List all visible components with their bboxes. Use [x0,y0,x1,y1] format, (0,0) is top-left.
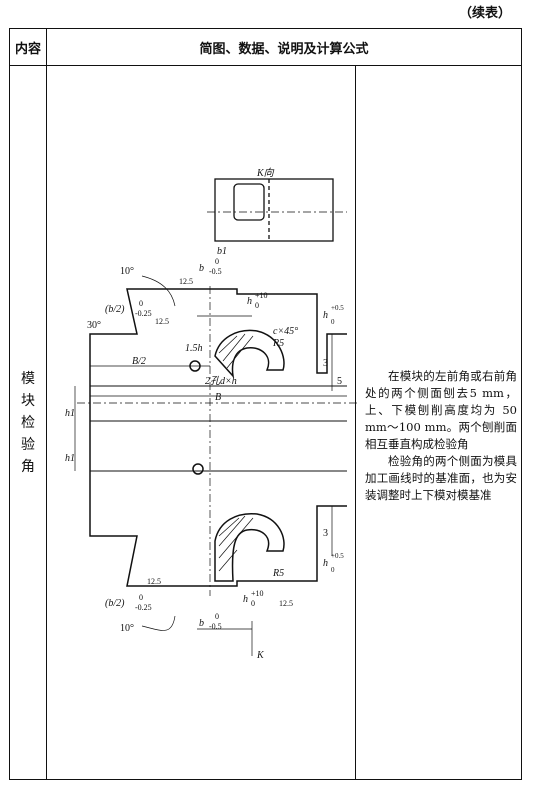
b-upper-bottom: 0 [215,612,219,621]
description-paragraph: 在模块的左前角或右前角处的两个侧面刨去5 mm，上、下模刨削高度均为 50 mm… [365,369,517,451]
r5-bottom: R5 [272,568,284,579]
h-right-lower-bottom: 0 [331,566,335,574]
half-b-bottom: (b/2) [105,598,125,609]
topic-char: 模 [21,370,35,387]
roughness-top: 12.5 [179,277,193,286]
angle-10-bottom: 10° [120,623,134,634]
k-view [207,178,347,242]
h-fit-bottom: h [243,594,248,605]
b-dim-bottom: b [199,618,204,629]
h-fit-sub-top: 0 [255,301,259,310]
angle-30: 30° [87,320,101,331]
topic-char: 检 [21,414,35,431]
h1-top: h1 [65,408,75,419]
header-description: 简图、数据、说明及计算公式 [46,28,522,66]
h-fit-sup-top: +10 [255,291,268,300]
technical-drawing: K向 b1 [65,167,357,661]
h-fit-sub-bottom: 0 [251,599,255,608]
upper-profile [89,288,347,374]
topic-char: 验 [21,436,35,453]
header-row: 内容 简图、数据、说明及计算公式 [9,28,522,66]
three-bottom: 3 [323,528,328,539]
spec-table: 内容 简图、数据、说明及计算公式 模 块 检 验 角 [9,28,522,780]
three-top: 3 [323,358,328,369]
continued-label: （续表） [458,6,511,21]
table-row: 模 块 检 验 角 K向 b1 [9,65,522,780]
description-text: 在模块的左前角或右前角处的两个侧面刨去5 mm，上、下模刨削高度均为 50 mm… [365,368,517,504]
topic-cell: 模 块 检 验 角 [9,65,47,780]
half-b-lower-top: -0.25 [135,309,152,318]
big-b-label: B [215,392,221,403]
one-five-h: 1.5h [185,343,203,354]
topic-label: 模 块 检 验 角 [10,368,46,478]
roughness-bottom: 12.5 [279,599,293,608]
dimension-lines [74,275,347,656]
column-divider [355,66,356,779]
holes-label: 2孔d×h [205,375,237,387]
roughness-bottom-side: 12.5 [147,577,161,586]
r5-top: R5 [272,338,284,349]
die-outline [89,288,347,587]
h-fit-sup-bottom: +10 [251,589,264,598]
hatching [218,333,254,572]
angle-10-top: 10° [120,266,134,277]
h-right-lower-top: 0 [331,318,335,326]
k-view-label: K向 [256,167,275,179]
h-right-top: h [323,310,328,321]
pin-hole [192,463,204,475]
detail-cell: K向 b1 [46,65,522,780]
k-view-block [214,178,334,242]
b-lower-bottom: -0.5 [209,622,222,631]
b-dim-top: b [199,263,204,274]
h-right-bottom: h [323,558,328,569]
half-b-lower-bottom: -0.25 [135,603,152,612]
lower-profile [89,342,347,587]
h1-bottom: h1 [65,453,75,464]
center-lines [77,286,357,596]
h-right-upper-top: +0.5 [331,304,344,312]
half-b-top: (b/2) [105,304,125,315]
dimension-labels: 10° b 0 -0.5 12.5 h +10 0 (b/2) 0 -0.25 … [65,257,344,661]
header-content: 内容 [9,28,47,66]
description-paragraph: 检验角的两个侧面为模具加工画线时的基准面，也为安装调整时上下模对模基准 [365,454,517,502]
roughness-side: 12.5 [155,317,169,326]
topic-char: 块 [21,392,35,409]
lower-notch [214,513,285,582]
k-view-groove [233,183,265,221]
upper-notch [214,329,285,379]
b-half-label: B/2 [132,356,146,367]
chamfer-label: c×45° [273,326,298,337]
h-fit-top: h [247,296,252,307]
detail-area: K向 b1 [47,66,521,779]
b1-label: b1 [217,246,227,257]
five-label: 5 [337,376,342,387]
half-b-upper-bottom: 0 [139,593,143,602]
half-b-upper-top: 0 [139,299,143,308]
topic-char: 角 [21,458,35,475]
h-right-upper-bottom: +0.5 [331,552,344,560]
b-upper-top: 0 [215,257,219,266]
b-lower-top: -0.5 [209,267,222,276]
k-arrow-label: K [256,650,265,661]
